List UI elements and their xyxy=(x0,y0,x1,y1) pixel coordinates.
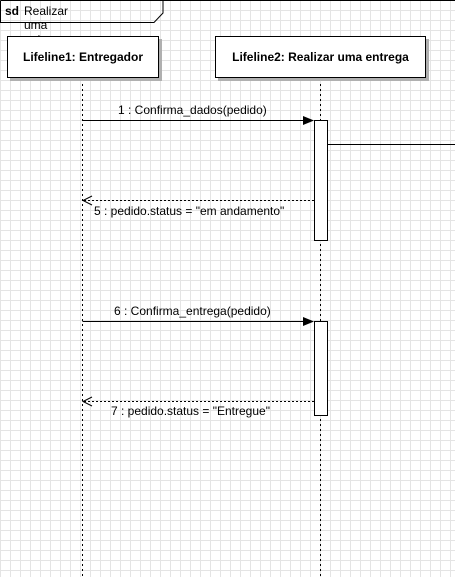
message-6-label: 6 : Confirma_entrega(pedido) xyxy=(114,304,271,318)
lifeline2-label: Lifeline2: Realizar uma entrega xyxy=(232,50,409,64)
message-1-label: 1 : Confirma_dados(pedido) xyxy=(118,103,267,117)
activation-bar-2[interactable] xyxy=(314,321,328,416)
activation-bar-1[interactable] xyxy=(314,120,328,241)
lifeline2-head[interactable]: Lifeline2: Realizar uma entrega xyxy=(215,36,426,78)
frame-keyword: sd xyxy=(5,4,20,18)
message-7-label: 7 : pedido.status = "Entregue" xyxy=(111,404,270,418)
lifeline1-head[interactable]: Lifeline1: Entregador xyxy=(7,36,159,78)
message-7-arrowhead xyxy=(81,396,93,407)
message-5-arrowhead xyxy=(81,195,93,206)
message-1-arrowhead xyxy=(303,116,314,125)
lifeline1-label: Lifeline1: Entregador xyxy=(22,50,144,64)
message-6-arrowhead xyxy=(303,317,314,326)
message-5-label: 5 : pedido.status = "em andamento" xyxy=(94,204,285,218)
frame-tab-outline xyxy=(0,0,164,23)
